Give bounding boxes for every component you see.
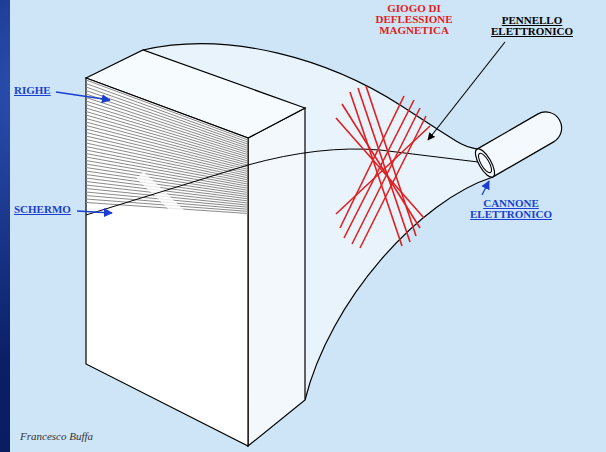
- deflection-yoke: [336, 86, 430, 248]
- scan-line: [86, 98, 248, 151]
- leader-arrow: [482, 181, 489, 195]
- electron-gun: [472, 106, 568, 180]
- screen-label: SCHERMO: [14, 204, 84, 215]
- electron-beam-label: PENNELLO ELETTRONICO: [486, 15, 578, 37]
- box-side-face: [248, 108, 305, 446]
- scan-line: [86, 122, 248, 165]
- leader-arrow: [56, 92, 110, 100]
- leader-arrow: [77, 211, 112, 213]
- screen-face: [86, 78, 248, 446]
- scan-line: [86, 84, 248, 143]
- scan-line: [86, 105, 248, 155]
- background-panel: [10, 0, 606, 452]
- electron-beam: [86, 149, 478, 215]
- scan-line: [86, 80, 248, 140]
- author-watermark: Francesco Buffa: [20, 430, 160, 443]
- deflection-yoke-label: GIOGO DI DEFLESSIONE MAGNETICA: [369, 3, 459, 36]
- scan-line: [86, 164, 248, 190]
- electron-gun-label: CANNONE ELETTRONICO: [466, 198, 556, 220]
- leader-arrow: [428, 42, 505, 140]
- scan-lines: [86, 80, 248, 214]
- scan-line: [86, 175, 248, 197]
- screen-highlight: [140, 175, 240, 270]
- scan-line: [86, 94, 248, 148]
- scan-line: [86, 119, 248, 164]
- lines-label: RIGHE: [14, 85, 74, 96]
